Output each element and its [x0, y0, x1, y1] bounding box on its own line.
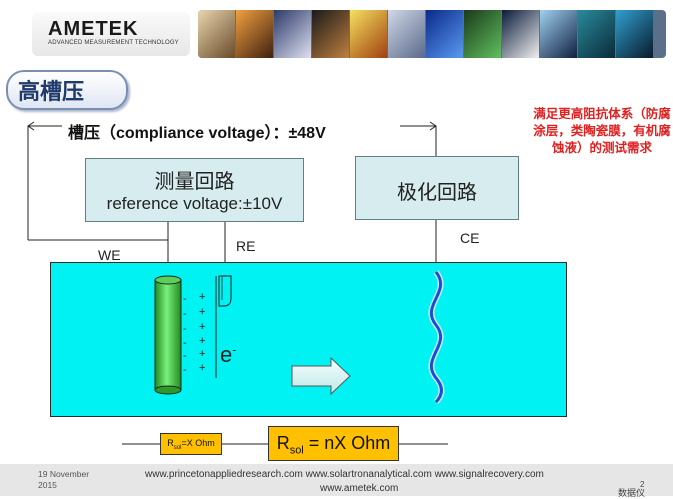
- rsol-big-r: R: [276, 433, 290, 453]
- rsol-small-box: [160, 433, 222, 455]
- rsol-small-r: R: [167, 438, 174, 448]
- rsol-small-sub: sol: [173, 444, 182, 451]
- ametek-logo-panel: [32, 12, 190, 56]
- photo-tile: [274, 10, 311, 58]
- ametek-tagline: ADVANCED MEASUREMENT TECHNOLOGY: [48, 40, 179, 46]
- photo-tile: [388, 10, 425, 58]
- photo-tile: [464, 10, 501, 58]
- footer-link-ametek[interactable]: www.ametek.com: [320, 483, 399, 494]
- plus-sign: +: [199, 291, 206, 303]
- rsol-big-box: [268, 426, 399, 461]
- minus-sign: -: [183, 293, 187, 305]
- photo-tile: [578, 10, 615, 58]
- minus-sign: -: [183, 350, 187, 362]
- working-electrode-top: [154, 275, 182, 285]
- photo-tile: [350, 10, 387, 58]
- minus-sign: -: [183, 323, 187, 335]
- photo-tile: [236, 10, 273, 58]
- slide-title: 高槽压: [18, 80, 85, 105]
- photo-tile: [502, 10, 539, 58]
- page-number: 2: [640, 480, 645, 489]
- electron-label: e-: [220, 342, 236, 368]
- plus-sign: +: [199, 362, 206, 374]
- ce-label: CE: [460, 230, 480, 246]
- polarization-loop-box: [355, 156, 519, 220]
- ametek-logo: AMETEK: [48, 18, 139, 40]
- rsol-big-value: = nX Ohm: [303, 433, 391, 453]
- plus-sign: +: [199, 348, 206, 360]
- measurement-loop-title: 测量回路: [154, 169, 235, 193]
- plus-sign: +: [199, 306, 206, 318]
- working-electrode-cylinder: [154, 279, 182, 391]
- polarization-loop-title: 极化回路: [397, 180, 477, 204]
- minus-sign: -: [183, 364, 187, 376]
- photo-tile: [312, 10, 349, 58]
- plus-sign: +: [199, 335, 206, 347]
- photo-tile: [198, 10, 235, 58]
- header-photo-strip: [198, 10, 666, 58]
- plus-sign: +: [199, 321, 206, 333]
- footer-bar: [0, 464, 673, 496]
- rsol-small-label: Rsol=X Ohm: [160, 438, 222, 451]
- rsol-big-sub: sol: [289, 444, 304, 457]
- footer-links[interactable]: www.princetonappliedresearch.com www.sol…: [145, 469, 544, 480]
- counter-electrode-wire: [429, 271, 443, 404]
- working-electrode-bottom: [154, 385, 182, 395]
- minus-sign: -: [183, 337, 187, 349]
- electrolyte-tank: [50, 262, 567, 417]
- photo-tile: [540, 10, 577, 58]
- reference-voltage-label: reference voltage:±10V: [106, 194, 283, 213]
- minus-sign: -: [183, 308, 187, 320]
- we-label: WE: [98, 247, 121, 263]
- requirement-note: 满足更高阻抗体系（防腐涂层，类陶瓷膜，有机腐蚀液）的测试需求: [533, 106, 671, 155]
- rsol-big-label: Rsol = nX Ohm: [268, 433, 399, 457]
- measurement-loop-box: [85, 158, 304, 222]
- corner-watermark: 数据仪: [618, 488, 646, 498]
- footer-date: 19 November 2015: [38, 469, 90, 490]
- electron-letter: e: [220, 342, 233, 367]
- photo-tile: [426, 10, 463, 58]
- photo-tile: [616, 10, 653, 58]
- electron-charge: -: [232, 342, 237, 357]
- re-label: RE: [236, 238, 256, 254]
- reference-electrode-tip: [218, 275, 232, 307]
- title-tab: [6, 70, 128, 110]
- ion-flow-arrow: [291, 356, 351, 396]
- compliance-voltage-label: 槽压（compliance voltage）：±48V: [68, 125, 326, 142]
- rsol-small-value: =X Ohm: [181, 438, 215, 448]
